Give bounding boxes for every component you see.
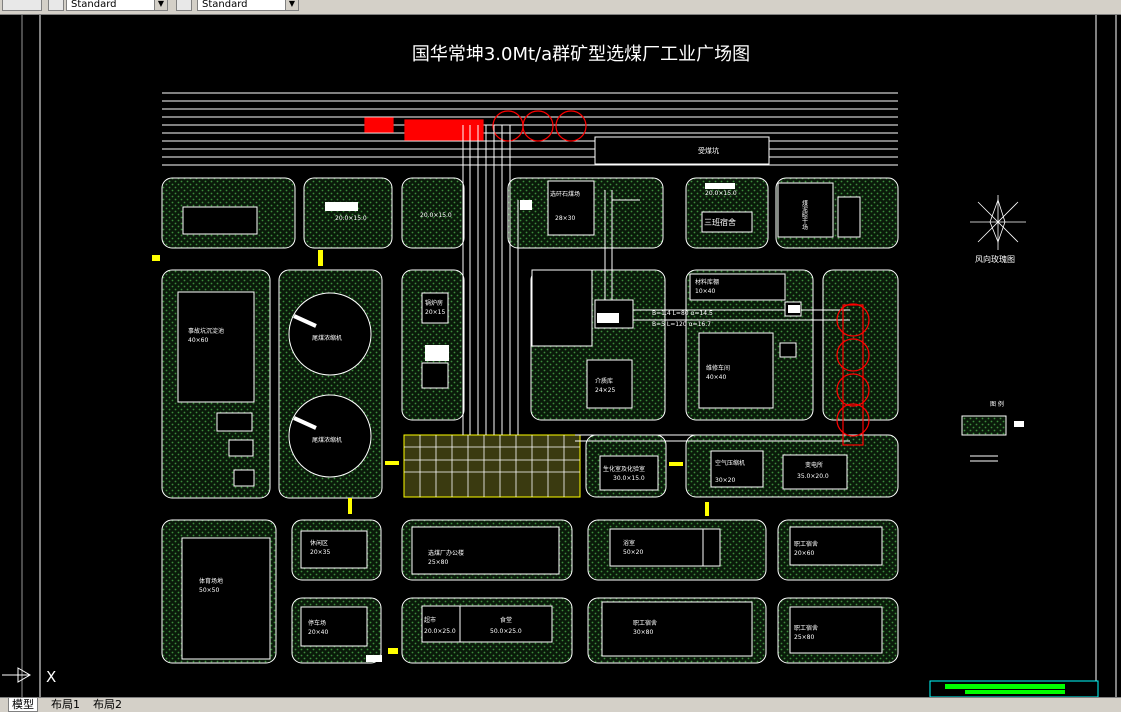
label-dorm3-size: 25×80	[794, 634, 814, 641]
stockpile	[836, 303, 870, 446]
label-substation: 变电所	[805, 461, 823, 469]
chevron-down-icon[interactable]: ▼	[154, 0, 167, 10]
tab-model[interactable]: 模型	[8, 698, 38, 712]
label-belt2: B=5 L=120 α=16.7	[652, 321, 711, 328]
layout-tabs: 模型 布局1 布局2	[0, 697, 1121, 712]
label-cover: 选矸石煤场	[550, 190, 580, 198]
label-substation-size: 35.0×20.0	[797, 473, 829, 480]
label-belt1: B=1.4 L=80 α=14.5	[652, 310, 713, 317]
label-dorm1-size: 20×60	[794, 550, 814, 557]
label-dorm3: 职工宿舍	[794, 624, 818, 632]
label-shigu: 事故坑沉淀池	[188, 327, 224, 335]
wind-rose-icon	[970, 195, 1026, 250]
dimension-style-value: Standard	[202, 0, 248, 10]
legend-hatch-swatch	[961, 415, 1007, 436]
railway-tracks	[162, 92, 898, 166]
label-size-b: 20.0×15.0	[420, 212, 452, 219]
label-sports-size: 50×50	[199, 587, 219, 594]
label-medium-size: 24×25	[595, 387, 615, 394]
label-size-c: 20.0×15.0	[705, 190, 737, 197]
toolbar: Standard ▼ Standard ▼	[0, 0, 1121, 15]
label-market-size: 20.0×25.0	[424, 628, 456, 635]
label-lab-size: 30.0×15.0	[613, 475, 645, 482]
text-style-select[interactable]: Standard ▼	[66, 0, 168, 11]
text-style-icon[interactable]	[2, 0, 42, 11]
conveyors	[462, 125, 850, 442]
building-blocks	[161, 177, 899, 664]
label-weimei2: 尾煤浓缩机	[312, 436, 342, 444]
site-plan: 国华常坤3.0Mt/a群矿型选煤厂工业广场图 受煤坑	[2, 15, 1117, 698]
label-rest: 休闲区	[310, 539, 328, 547]
label-material-size: 10×40	[695, 288, 715, 295]
label-boiler: 锅炉房	[425, 299, 443, 307]
label-weimei1: 尾煤浓缩机	[312, 334, 342, 342]
label-compressor: 空气压缩机	[715, 459, 745, 467]
ucs-icon	[2, 667, 31, 683]
loading-station	[364, 110, 587, 142]
command-line-text: X	[46, 668, 56, 686]
label-repair-size: 40×40	[706, 374, 726, 381]
receiving-pit	[594, 136, 770, 165]
label-market: 超市	[424, 616, 436, 624]
label-repair: 维修车间	[706, 364, 730, 372]
label-dorm2-size: 30×80	[633, 629, 653, 636]
road-markers	[152, 250, 709, 654]
label-canteen: 食堂	[500, 616, 512, 624]
label-size-a: 20.0×15.0	[335, 215, 367, 222]
label-dorm1: 职工宿舍	[794, 540, 818, 548]
legend-title: 图 例	[990, 400, 1004, 408]
coal-storage-grid	[403, 434, 581, 498]
text-style-value: Standard	[71, 0, 117, 10]
label-coal-yard: 煤泥晾干场	[801, 199, 808, 231]
label-lab: 生化室及化验室	[603, 465, 645, 473]
label-sports: 体育场地	[199, 577, 223, 585]
label-dorm2: 职工宿舍	[633, 619, 657, 627]
tab-layout2[interactable]: 布局2	[93, 698, 122, 711]
dimension-style-select[interactable]: Standard ▼	[197, 0, 299, 11]
label-bath: 浴室	[623, 539, 635, 547]
drawing-title: 国华常坤3.0Mt/a群矿型选煤厂工业广场图	[412, 44, 750, 65]
label-rest-size: 20×35	[310, 549, 330, 556]
label-shigu-size: 40×60	[188, 337, 208, 344]
label-cover-size: 28×30	[555, 215, 575, 222]
tab-layout1[interactable]: 布局1	[51, 698, 80, 711]
label-compressor-size: 30×20	[715, 477, 735, 484]
drawing-canvas[interactable]: 国华常坤3.0Mt/a群矿型选煤厂工业广场图 受煤坑	[0, 15, 1121, 698]
label-medium: 介质库	[595, 377, 613, 385]
label-parking-size: 20×40	[308, 629, 328, 636]
chevron-down-icon[interactable]: ▼	[285, 0, 298, 10]
label-blocks	[325, 183, 1024, 662]
thickener-2	[288, 394, 372, 478]
label-office: 选煤厂办公楼	[428, 549, 464, 557]
label-office-size: 25×80	[428, 559, 448, 566]
dimension-style-icon[interactable]	[48, 0, 64, 11]
label-three-shift: 三班宿舍	[704, 217, 736, 227]
thickener-1	[288, 292, 372, 376]
label-bath-size: 50×20	[623, 549, 643, 556]
label-canteen-size: 50.0×25.0	[490, 628, 522, 635]
label-boiler-size: 20×15	[425, 309, 445, 316]
label-material: 材料库棚	[695, 278, 719, 286]
table-style-icon[interactable]	[176, 0, 192, 11]
label-parking: 停车场	[308, 619, 326, 627]
receiving-pit-label: 受煤坑	[698, 146, 719, 155]
wind-rose-label: 风向玫瑰图	[975, 254, 1015, 264]
